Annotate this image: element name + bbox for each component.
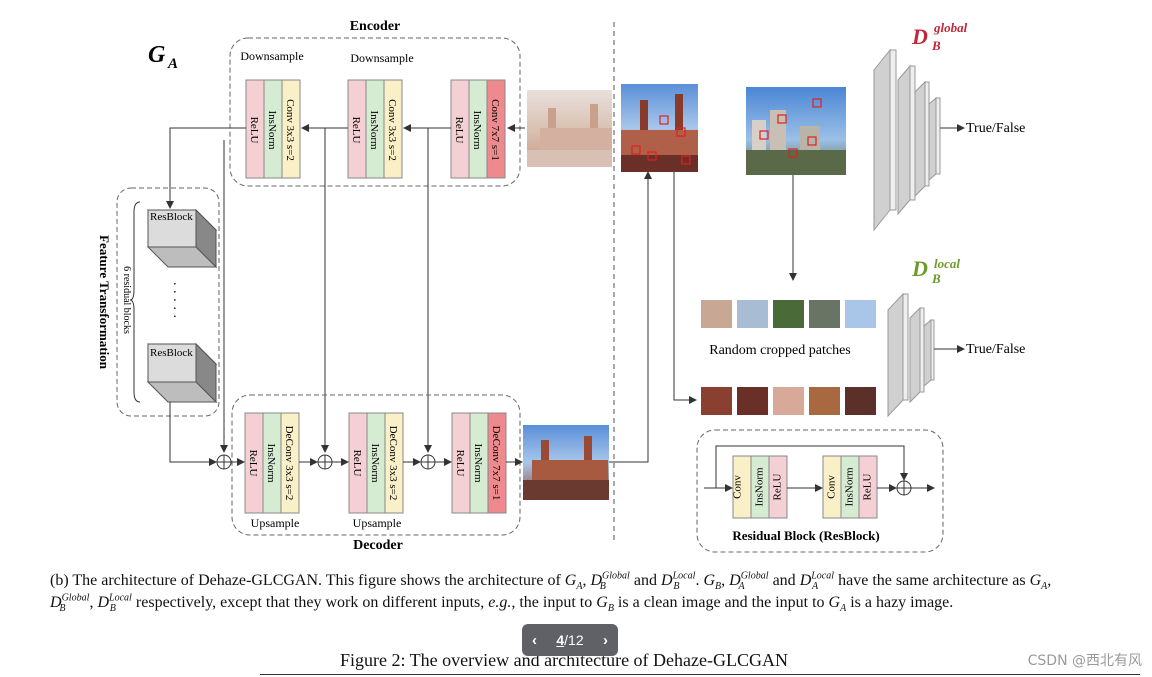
enc2-conv: Conv 3x3 s=2	[386, 99, 398, 161]
resblock-dots: · · · · ·	[166, 281, 181, 318]
enc1-conv: Conv 3x3 s=2	[284, 99, 296, 161]
random-patches-top	[701, 300, 876, 328]
rb2-relu: ReLU	[862, 474, 874, 501]
feature-transformation-box	[116, 187, 220, 417]
encoder-block-3: ReLU InsNorm Conv 7x7 s=1	[450, 79, 506, 179]
resblock-top: ResBlock	[146, 208, 218, 269]
global-input-image-2	[746, 87, 846, 175]
prev-page-button[interactable]: ‹	[532, 631, 537, 649]
d-local-label: D	[911, 256, 928, 281]
dehazed-output-image	[523, 425, 609, 500]
dec3-relu: ReLU	[454, 450, 466, 477]
resblock-bottom-label: ResBlock	[150, 347, 193, 359]
architecture-diagram: G A Encoder Downsample Downsample ReLU I…	[97, 19, 1025, 553]
d-local-network	[887, 292, 935, 418]
next-page-button[interactable]: ›	[602, 631, 608, 649]
enc3-conv: Conv 7x7 s=1	[489, 99, 501, 161]
global-input-image-1	[621, 84, 698, 172]
d-global-sup: global	[933, 20, 968, 35]
enc3-relu: ReLU	[453, 117, 465, 144]
random-patches-label: Random cropped patches	[709, 343, 851, 358]
residual-blocks-note: 6 residual blocks	[121, 266, 132, 334]
dec1-insnorm: InsNorm	[265, 443, 277, 483]
rb2-conv: Conv	[826, 475, 838, 499]
d-global-label: D	[911, 24, 928, 49]
enc1-relu: ReLU	[248, 117, 260, 144]
watermark: CSDN @西北有风	[1027, 653, 1142, 669]
decoder-block-1: ReLU InsNorm DeConv 3x3 s=2	[244, 412, 300, 514]
dec3-insnorm: InsNorm	[472, 443, 484, 483]
encoder-block-2: ReLU InsNorm Conv 3x3 s=2	[347, 79, 403, 179]
resblock-detail-2: Conv InsNorm ReLU	[822, 455, 878, 519]
downsample-label-1: Downsample	[240, 49, 303, 63]
d-local-sub: B	[931, 271, 941, 286]
d-local-output: True/False	[966, 342, 1025, 357]
random-patches-bottom	[701, 387, 876, 415]
enc2-relu: ReLU	[350, 117, 362, 144]
ga-label-sub: A	[167, 56, 178, 72]
encoder-box	[229, 37, 521, 187]
page-indicator: 4/12	[556, 632, 583, 648]
enc3-insnorm: InsNorm	[471, 110, 483, 150]
ga-label: G	[148, 42, 166, 68]
enc1-insnorm: InsNorm	[266, 110, 278, 150]
d-global-sub: B	[931, 38, 941, 53]
rb2-insnorm: InsNorm	[844, 467, 856, 507]
total-pages: 12	[568, 632, 584, 648]
residual-block-title: Residual Block (ResBlock)	[732, 528, 879, 543]
decoder-block-2: ReLU InsNorm DeConv 3x3 s=2	[348, 412, 404, 514]
rb1-conv: Conv	[732, 475, 744, 499]
d-global-output: True/False	[966, 121, 1025, 136]
enc2-insnorm: InsNorm	[368, 110, 380, 150]
dec2-insnorm: InsNorm	[369, 443, 381, 483]
d-global-network	[873, 48, 941, 232]
residual-block-box	[696, 429, 944, 553]
decoder-block-3: ReLU InsNorm DeConv 7x7 s=1	[451, 412, 507, 514]
feature-transformation-label: Feature Transformation	[97, 235, 112, 370]
upsample-label-1: Upsample	[251, 516, 300, 530]
downsample-label-2: Downsample	[350, 51, 413, 65]
dec2-deconv: DeConv 3x3 s=2	[387, 426, 399, 501]
rb1-insnorm: InsNorm	[754, 467, 766, 507]
dec3-deconv: DeConv 7x7 s=1	[490, 426, 502, 501]
rb1-relu: ReLU	[772, 474, 784, 501]
dec1-relu: ReLU	[247, 450, 259, 477]
dec2-relu: ReLU	[351, 450, 363, 477]
page-separator: /	[564, 632, 569, 648]
figure-title: Figure 2: The overview and architecture …	[340, 650, 788, 670]
upsample-label-2: Upsample	[353, 516, 402, 530]
page-rule	[260, 674, 1140, 675]
resblock-detail-1: Conv InsNorm ReLU	[732, 455, 788, 519]
encoder-block-1: ReLU InsNorm Conv 3x3 s=2	[245, 79, 301, 179]
hazy-input-image	[527, 90, 612, 167]
page-navigator: ‹ 4/12 ›	[522, 624, 618, 656]
figure-caption: (b) The architecture of Dehaze-GLCGAN. T…	[50, 570, 1052, 614]
decoder-title: Decoder	[353, 538, 403, 553]
dec1-deconv: DeConv 3x3 s=2	[283, 426, 295, 501]
d-local-sup: local	[934, 256, 960, 271]
resblock-top-label: ResBlock	[150, 211, 193, 223]
current-page[interactable]: 4	[556, 632, 565, 648]
resblock-bottom: ResBlock	[146, 342, 218, 404]
encoder-title: Encoder	[350, 19, 401, 34]
